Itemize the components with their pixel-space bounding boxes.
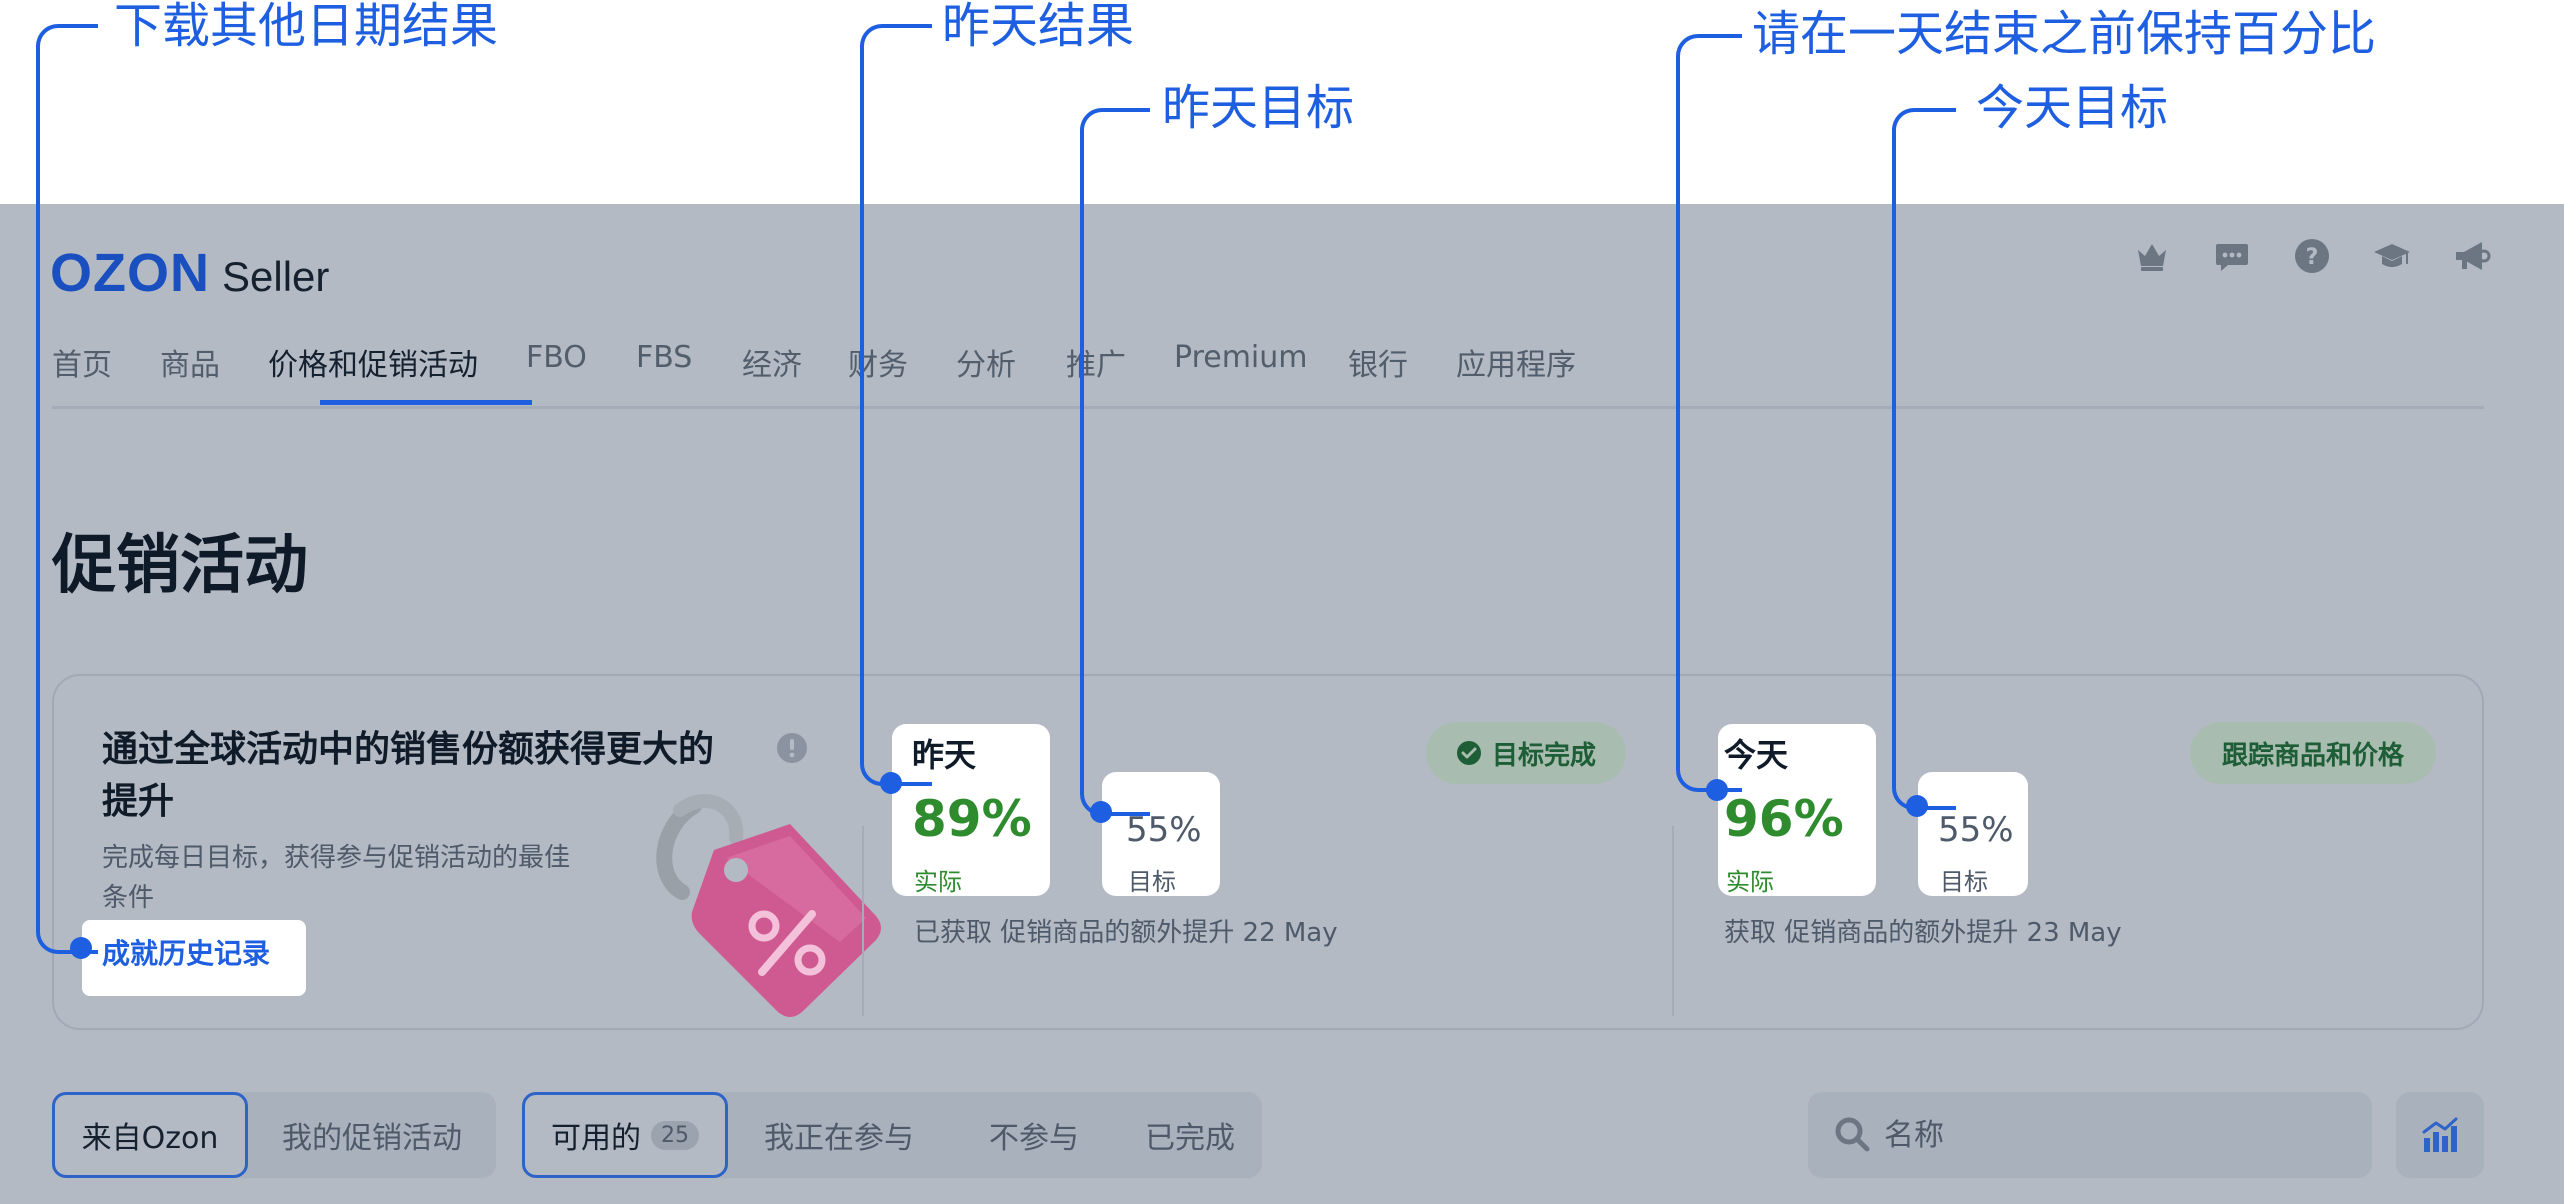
nav-item-bank[interactable]: 银行	[1348, 348, 1408, 383]
annotation-keep-percent: 请在一天结束之前保持百分比	[1752, 6, 2377, 62]
yesterday-target-value: 55%	[1126, 810, 1202, 850]
annotation-today-target: 今天目标	[1976, 80, 2169, 136]
yesterday-target-label: 目标	[1128, 868, 1176, 896]
tab-available-label: 可用的	[551, 1121, 641, 1156]
status-tabs: 可用的 25 我正在参与 不参与 已完成	[522, 1092, 1262, 1178]
megaphone-icon[interactable]	[2452, 236, 2492, 276]
nav-active-indicator	[320, 400, 532, 405]
help-icon[interactable]: ?	[2292, 236, 2332, 276]
logo-suffix: Seller	[222, 253, 330, 300]
nav-item-home[interactable]: 首页	[52, 348, 112, 383]
ozon-seller-logo[interactable]: OZON Seller	[50, 242, 329, 304]
promo-description: 完成每日目标，获得参与促销活动的最佳条件	[102, 843, 571, 913]
tab-not-participating[interactable]: 不参与	[989, 1121, 1079, 1156]
today-actual-label: 实际	[1726, 868, 1774, 896]
nav-item-finance[interactable]: 财务	[848, 348, 908, 383]
nav-item-fbs[interactable]: FBS	[636, 340, 693, 375]
nav-item-prices-promotions[interactable]: 价格和促销活动	[268, 348, 478, 383]
today-target-label: 目标	[1940, 868, 1988, 896]
nav-item-analytics[interactable]: 分析	[956, 348, 1016, 383]
logo-brand: OZON	[50, 243, 210, 303]
crown-icon[interactable]	[2132, 236, 2172, 276]
bar-chart-icon	[2422, 1117, 2458, 1152]
svg-text:?: ?	[2306, 245, 2319, 270]
annotation-yesterday-target: 昨天目标	[1162, 80, 1355, 136]
chat-icon[interactable]	[2212, 236, 2252, 276]
app-screen: OZON Seller ? 首页 商品 价格和促销活动 FBO FBS 经济 财…	[0, 204, 2564, 1204]
achievement-history-link[interactable]: 成就历史记录	[102, 937, 271, 970]
yesterday-actual-label: 实际	[914, 868, 962, 896]
today-label: 今天	[1724, 736, 1789, 774]
card-divider-1	[862, 826, 864, 1016]
header-icons: ?	[2132, 236, 2492, 276]
tab-participating[interactable]: 我正在参与	[764, 1121, 914, 1156]
today-caption: 获取 促销商品的额外提升 23 May	[1724, 918, 2122, 948]
yesterday-label: 昨天	[912, 736, 977, 774]
yesterday-caption: 已获取 促销商品的额外提升 22 May	[914, 918, 1338, 948]
check-circle-icon	[1456, 741, 1481, 765]
page-title: 促销活动	[52, 529, 308, 603]
tab-my-promotions[interactable]: 我的促销活动	[282, 1121, 462, 1156]
analytics-button[interactable]	[2396, 1092, 2484, 1178]
main-navigation: 首页 商品 价格和促销活动 FBO FBS 经济 财务 分析 推广 Premiu…	[52, 334, 2484, 409]
annotation-yesterday-result: 昨天结果	[942, 0, 1135, 54]
annotation-other-dates: 下载其他日期结果	[114, 0, 499, 54]
sales-share-card: 通过全球活动中的销售份额获得更大的提升 完成每日目标，获得参与促销活动的最佳条件…	[52, 674, 2484, 1030]
today-actual-card	[1718, 724, 1876, 896]
tab-from-ozon[interactable]: 来自Ozon	[52, 1092, 248, 1178]
track-products-button[interactable]: 跟踪商品和价格	[2190, 722, 2436, 784]
nav-item-fbo[interactable]: FBO	[526, 340, 587, 375]
tab-completed[interactable]: 已完成	[1145, 1121, 1235, 1156]
search-box	[1808, 1092, 2372, 1178]
available-count-badge: 25	[651, 1120, 699, 1150]
nav-item-products[interactable]: 商品	[160, 348, 220, 383]
today-actual-value: 96%	[1724, 790, 1844, 848]
history-link-highlight	[82, 920, 306, 996]
search-input[interactable]	[1884, 1092, 2344, 1178]
today-target-card	[1918, 772, 2028, 896]
nav-item-promotion[interactable]: 推广	[1066, 348, 1126, 383]
nav-item-economy[interactable]: 经济	[742, 348, 802, 383]
today-target-value: 55%	[1938, 810, 2014, 850]
discount-tag-illustration	[656, 794, 881, 1017]
nav-item-apps[interactable]: 应用程序	[1456, 348, 1576, 383]
promo-heading: 通过全球活动中的销售份额获得更大的提升	[102, 729, 715, 822]
yesterday-target-card	[1102, 772, 1220, 896]
goal-completed-label: 目标完成	[1491, 740, 1596, 771]
nav-item-premium[interactable]: Premium	[1174, 340, 1308, 375]
tab-available[interactable]: 可用的 25	[522, 1092, 728, 1178]
graduation-cap-icon[interactable]	[2372, 236, 2412, 276]
info-icon[interactable]	[776, 732, 808, 764]
card-divider-2	[1672, 826, 1674, 1016]
search-icon	[1835, 1117, 1870, 1152]
yesterday-actual-value: 89%	[912, 790, 1032, 848]
goal-completed-badge: 目标完成	[1426, 722, 1626, 784]
yesterday-actual-card	[892, 724, 1050, 896]
source-tabs: 来自Ozon 我的促销活动	[52, 1092, 496, 1178]
